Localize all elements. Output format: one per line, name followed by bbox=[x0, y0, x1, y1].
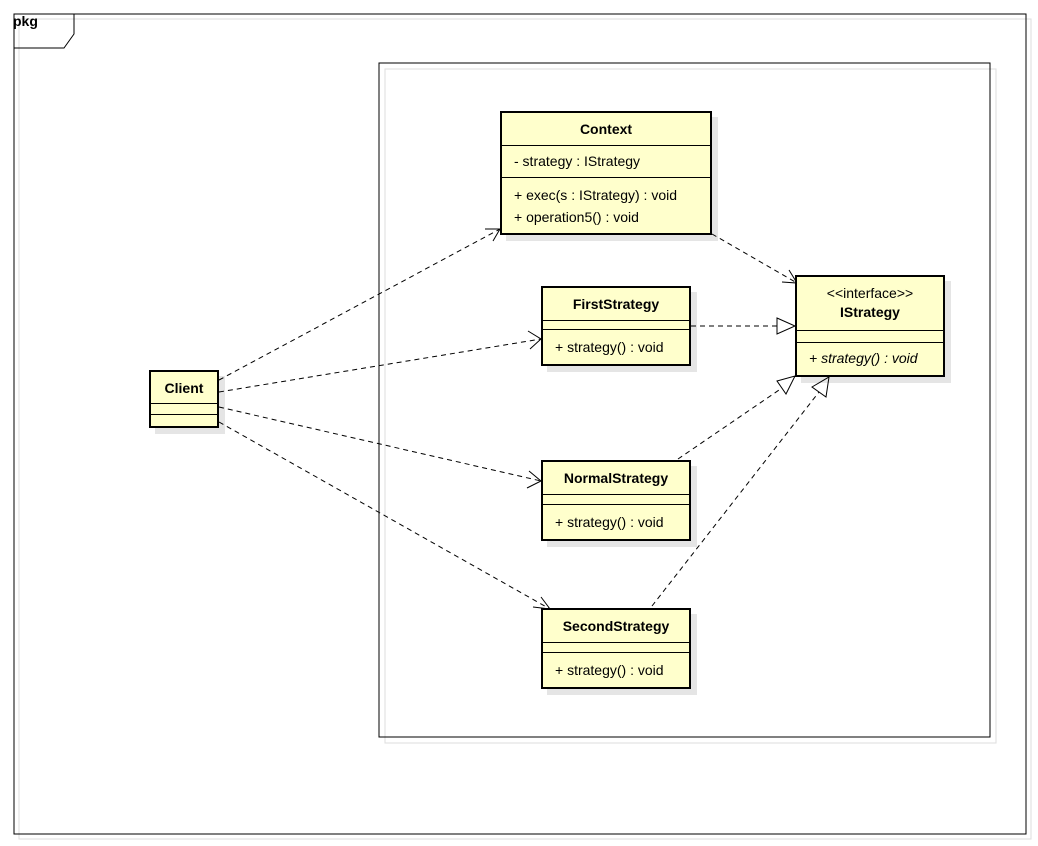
class-client[interactable]: Client bbox=[149, 370, 219, 428]
realization-second-istrategy-triangle bbox=[811, 376, 830, 398]
dependency-client-first bbox=[218, 338, 542, 393]
dependency-client-context-arrowhead bbox=[485, 228, 501, 242]
interface-istrategy-header: <<interface>> IStrategy bbox=[797, 277, 943, 330]
class-client-operations bbox=[151, 414, 217, 426]
inner-boundary bbox=[378, 62, 991, 738]
realization-first-istrategy-triangle bbox=[776, 317, 797, 335]
class-client-attributes bbox=[151, 403, 217, 414]
class-client-name: Client bbox=[164, 379, 204, 396]
class-second-strategy[interactable]: SecondStrategy + strategy() : void bbox=[541, 608, 691, 689]
class-context-operations: + exec(s : IStrategy) : void + operation… bbox=[502, 177, 710, 233]
class-first-strategy-operations: + strategy() : void bbox=[543, 329, 689, 364]
class-second-strategy-name: SecondStrategy bbox=[562, 618, 670, 634]
package-frame bbox=[13, 13, 1027, 835]
dependency-client-context bbox=[218, 228, 501, 381]
interface-istrategy-operation: + strategy() : void bbox=[809, 350, 918, 366]
class-context-name: Context bbox=[579, 121, 633, 137]
class-context-operation: + operation5() : void bbox=[514, 209, 639, 225]
class-normal-strategy-operation: + strategy() : void bbox=[555, 514, 664, 530]
class-second-strategy-operation: + strategy() : void bbox=[555, 662, 664, 678]
package-frame-tab bbox=[14, 13, 75, 49]
class-first-strategy-attributes bbox=[543, 320, 689, 329]
realization-normal-istrategy-triangle bbox=[776, 375, 796, 395]
class-normal-strategy-attributes bbox=[543, 494, 689, 504]
realization-normal-istrategy bbox=[677, 387, 783, 460]
class-first-strategy-operation: + strategy() : void bbox=[555, 339, 664, 355]
dependency-client-normal bbox=[218, 406, 542, 482]
class-context[interactable]: Context - strategy : IStrategy + exec(s … bbox=[500, 111, 712, 235]
interface-istrategy-name: IStrategy bbox=[840, 304, 900, 320]
class-context-operation: + exec(s : IStrategy) : void bbox=[514, 187, 678, 203]
package-frame-shadow bbox=[18, 18, 1032, 840]
package-frame-label: pkg bbox=[13, 13, 38, 29]
interface-istrategy-operations: + strategy() : void bbox=[797, 342, 943, 375]
class-normal-strategy-name: NormalStrategy bbox=[563, 470, 669, 486]
class-normal-strategy[interactable]: NormalStrategy + strategy() : void bbox=[541, 460, 691, 541]
class-context-attribute: - strategy : IStrategy bbox=[514, 153, 641, 169]
class-second-strategy-operations: + strategy() : void bbox=[543, 652, 689, 687]
inner-boundary-shadow bbox=[384, 68, 997, 744]
class-normal-strategy-operations: + strategy() : void bbox=[543, 504, 689, 539]
class-first-strategy-name: FirstStrategy bbox=[572, 296, 660, 312]
dependency-client-second bbox=[218, 421, 551, 610]
class-context-attributes: - strategy : IStrategy bbox=[502, 145, 710, 177]
realization-second-istrategy bbox=[651, 391, 820, 607]
interface-istrategy-attributes bbox=[797, 330, 943, 342]
interface-istrategy[interactable]: <<interface>> IStrategy + strategy() : v… bbox=[795, 275, 945, 377]
interface-stereotype: <<interface>> bbox=[826, 285, 914, 301]
class-first-strategy[interactable]: FirstStrategy + strategy() : void bbox=[541, 286, 691, 366]
dependency-client-normal-arrowhead bbox=[526, 470, 542, 489]
dependency-context-istrategy bbox=[711, 233, 798, 284]
class-second-strategy-attributes bbox=[543, 642, 689, 652]
